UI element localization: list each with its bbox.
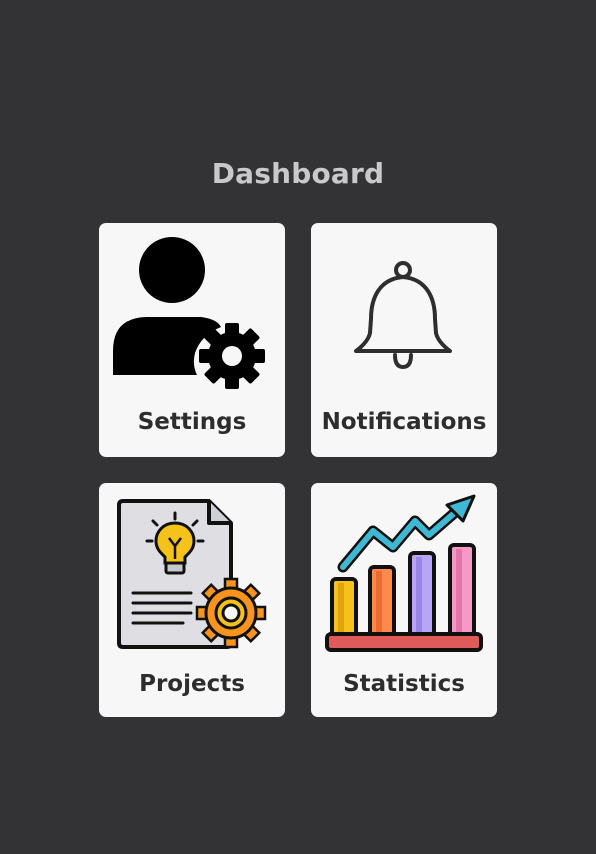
page-title: Dashboard	[211, 157, 385, 190]
notifications-card[interactable]: Notifications	[311, 223, 497, 457]
bell-icon	[354, 261, 452, 369]
bar-chart-icon	[325, 494, 483, 652]
statistics-card[interactable]: Statistics	[311, 483, 497, 717]
notifications-label: Notifications	[321, 409, 487, 435]
projects-card[interactable]: Projects	[99, 483, 285, 717]
project-document-icon	[117, 499, 267, 649]
projects-label: Projects	[139, 671, 245, 697]
settings-label: Settings	[137, 409, 247, 435]
user-settings-icon	[113, 237, 265, 389]
settings-card[interactable]: Settings	[99, 223, 285, 457]
statistics-label: Statistics	[343, 671, 465, 697]
